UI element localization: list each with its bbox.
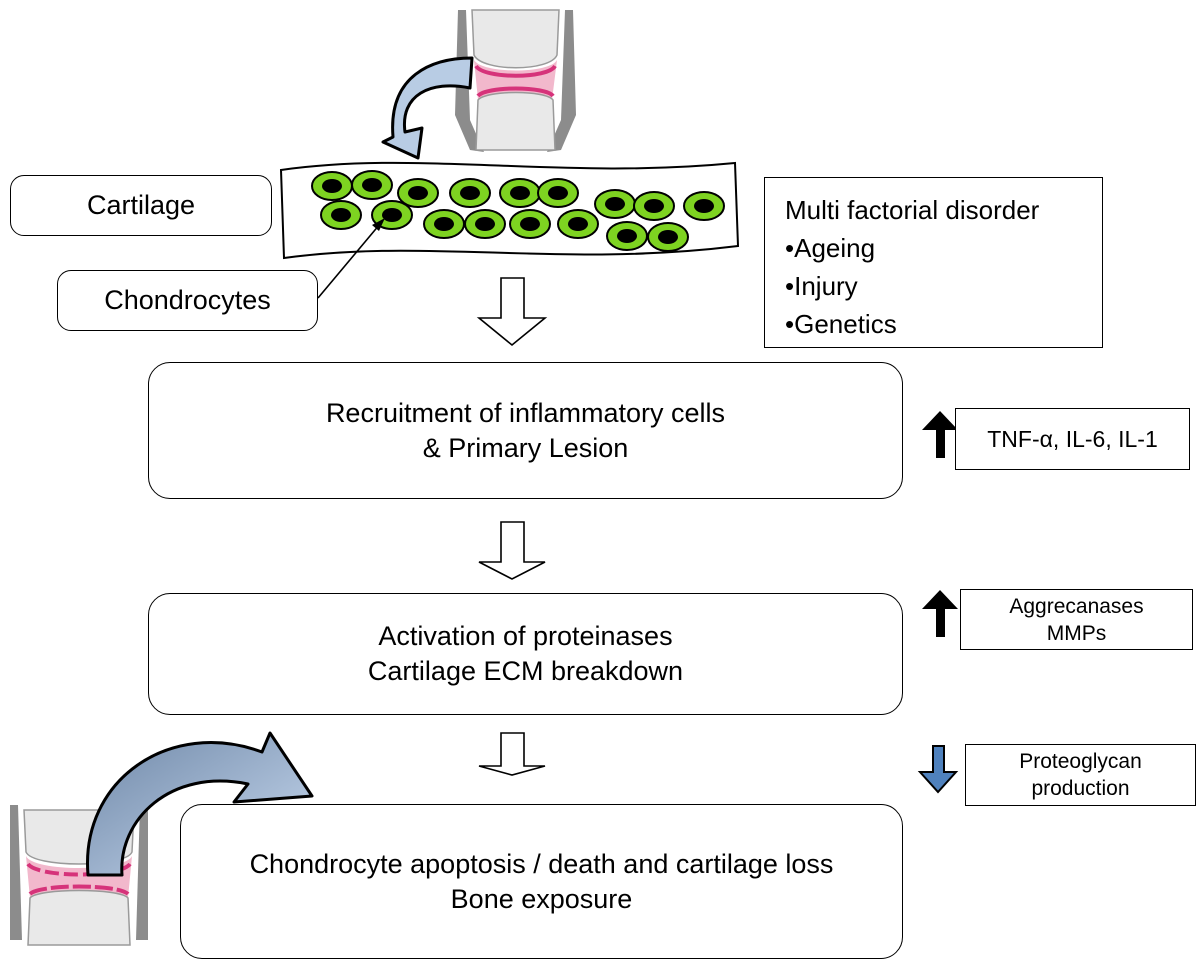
step-line: Recruitment of inflammatory cells <box>325 397 726 428</box>
risk-factors-box: Multi factorial disorder •Ageing •Injury… <box>764 177 1103 348</box>
marker-text: production <box>1031 777 1130 800</box>
chondrocyte-cell <box>633 191 675 221</box>
chondrocyte-cell <box>557 209 599 239</box>
chondrocyte-cell <box>311 171 353 201</box>
cartilage-label: Cartilage <box>10 175 272 236</box>
flow-arrow-2 <box>478 521 546 580</box>
increase-arrow-icon <box>922 590 958 637</box>
curved-arrow-top <box>381 56 474 160</box>
step-line: Cartilage ECM breakdown <box>367 656 684 686</box>
step-line: Activation of proteinases <box>378 621 673 651</box>
marker-text: TNF-α, IL-6, IL-1 <box>987 425 1158 452</box>
decrease-arrow-icon <box>917 745 959 794</box>
chondrocyte-cell <box>423 209 465 239</box>
cytokines-box: TNF-α, IL-6, IL-1 <box>955 408 1190 470</box>
chondrocytes-label: Chondrocytes <box>57 270 318 331</box>
step-line: & Primary Lesion <box>422 432 629 463</box>
knee-joint-top-illustration <box>455 9 576 152</box>
marker-text: Proteoglycan <box>1019 750 1142 773</box>
curved-arrow-bottom <box>86 731 314 877</box>
chondrocyte-cell <box>537 178 579 208</box>
step-line: Chondrocyte apoptosis / death and cartil… <box>249 848 834 879</box>
step-box-inflammation: Recruitment of inflammatory cells & Prim… <box>148 362 903 499</box>
chondrocyte-cell <box>397 178 439 208</box>
risk-factors-title: Multi factorial disorder <box>785 195 1040 225</box>
step-box-apoptosis: Chondrocyte apoptosis / death and cartil… <box>180 804 903 959</box>
risk-factor-item: •Genetics <box>785 309 897 339</box>
cartilage-label-text: Cartilage <box>86 190 196 220</box>
chondrocyte-cell <box>594 189 636 219</box>
step-line: Bone exposure <box>450 883 633 914</box>
chondrocyte-cell <box>449 178 491 208</box>
marker-text: MMPs <box>1046 621 1107 645</box>
chondrocyte-cell <box>320 200 362 230</box>
marker-text: Aggrecanases <box>1009 594 1144 618</box>
flow-arrow-1 <box>476 277 548 347</box>
risk-factor-item: •Ageing <box>785 233 876 263</box>
chondrocyte-cell <box>464 209 506 239</box>
chondrocyte-cell <box>647 222 689 252</box>
flow-arrow-3 <box>478 732 546 776</box>
chondrocyte-cell <box>606 221 648 251</box>
chondrocyte-cell <box>683 191 725 221</box>
chondrocyte-pointer-arrow <box>317 218 385 299</box>
chondrocyte-cell <box>509 209 551 239</box>
proteoglycan-box: Proteoglycan production <box>965 744 1196 806</box>
proteinases-markers-box: Aggrecanases MMPs <box>960 589 1193 650</box>
step-box-proteinases: Activation of proteinases Cartilage ECM … <box>148 593 903 715</box>
increase-arrow-icon <box>922 411 958 458</box>
chondrocyte-cell <box>499 178 541 208</box>
risk-factor-item: •Injury <box>785 271 858 301</box>
chondrocytes-label-text: Chondrocytes <box>104 285 271 315</box>
chondrocyte-cells <box>311 170 725 252</box>
chondrocyte-cell <box>351 170 393 200</box>
